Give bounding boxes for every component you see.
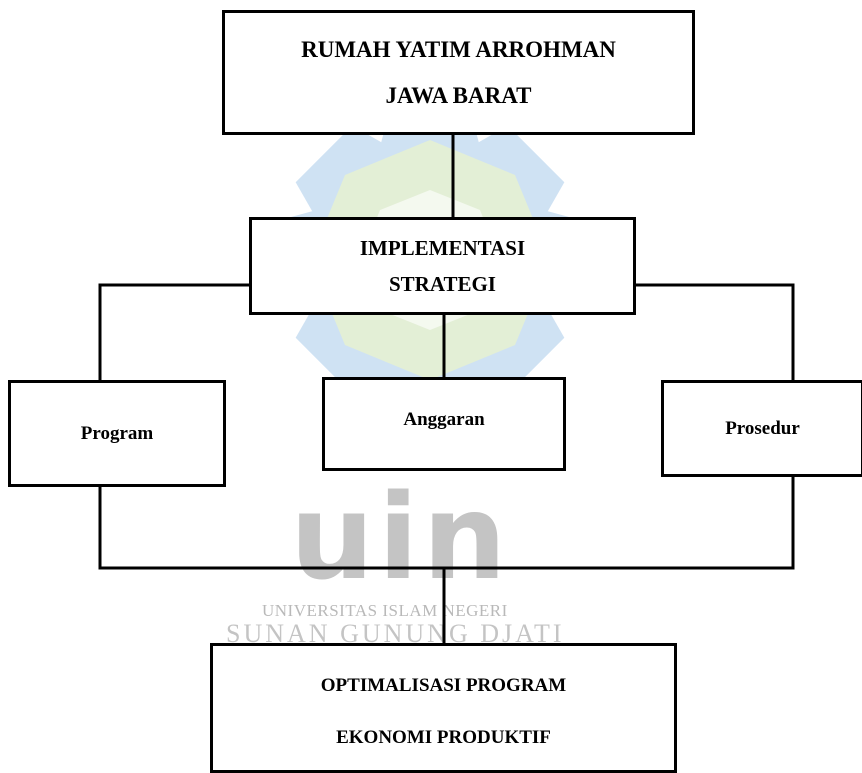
node-anggaran-label: Anggaran — [403, 409, 485, 430]
node-implementasi-line2: STRATEGI — [389, 272, 496, 296]
connector-impl-to-prosedur — [636, 283, 795, 380]
node-prosedur-label: Prosedur — [725, 417, 800, 439]
node-program: Program — [8, 380, 226, 487]
node-implementasi-line1: IMPLEMENTASI — [359, 236, 526, 260]
node-rumah-yatim-line2: JAWA BARAT — [385, 82, 532, 108]
node-optimalisasi-line2: EKONOMI PRODUKTIF — [336, 727, 551, 748]
watermark-wordmark: uin — [290, 468, 510, 606]
node-anggaran: Anggaran — [322, 377, 566, 471]
node-implementasi-strategi: IMPLEMENTASI STRATEGI — [249, 217, 636, 315]
node-optimalisasi-line1: OPTIMALISASI PROGRAM — [320, 675, 567, 696]
connector-impl-to-program — [98, 283, 249, 380]
watermark-line1: UNIVERSITAS ISLAM NEGERI — [262, 601, 508, 620]
node-optimalisasi: OPTIMALISASI PROGRAM EKONOMI PRODUKTIF — [210, 643, 677, 773]
node-prosedur: Prosedur — [661, 380, 862, 477]
node-rumah-yatim: RUMAH YATIM ARROHMAN JAWA BARAT — [222, 10, 695, 135]
node-rumah-yatim-line1: RUMAH YATIM ARROHMAN — [301, 36, 616, 62]
node-program-label: Program — [80, 422, 154, 444]
connector-bottom-bus — [98, 477, 795, 570]
